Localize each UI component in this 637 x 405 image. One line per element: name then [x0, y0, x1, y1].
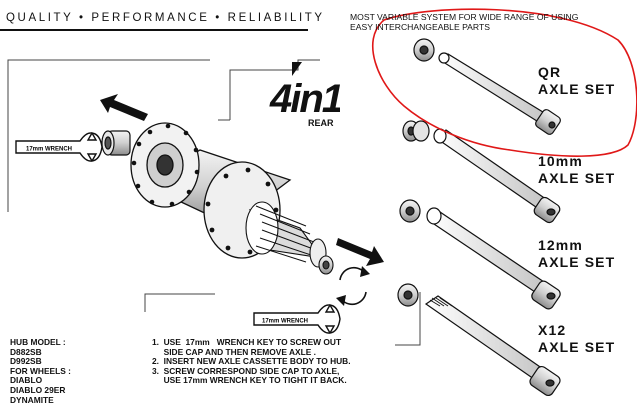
axle-10mm	[402, 120, 561, 224]
instruction-line: 3. SCREW CORRESPOND SIDE CAP TO AXLE,	[152, 365, 340, 376]
wheel-item: DYNAMITE	[10, 394, 54, 405]
axle-label-qr-line2: AXLE SET	[538, 81, 616, 97]
hub-model-heading: HUB MODEL :	[10, 337, 66, 347]
hub-model-item: D992SB	[10, 356, 42, 367]
instruction-line: USE 17mm WRENCH KEY TO TIGHT IT BACK.	[152, 375, 347, 386]
axle-qr	[413, 38, 561, 135]
axle-label-qr: QR AXLE SET	[538, 64, 615, 98]
wheel-item: DIABLO	[10, 375, 43, 386]
axle-label-x12-line1: X12	[538, 322, 567, 338]
tagline: QUALITY • PERFORMANCE • RELIABILITY	[6, 12, 325, 24]
instruction-line: 2. INSERT NEW AXLE CASSETTE BODY TO HUB.	[152, 356, 351, 367]
wrench-left-label: 17mm WRENCH	[26, 147, 72, 153]
feature-note: MOST VARIABLE SYSTEM FOR WIDE RANGE OF U…	[350, 12, 600, 32]
axle-label-12mm: 12mm AXLE SET	[538, 237, 615, 271]
freehub-body	[245, 201, 334, 275]
hub-model-item: D882SB	[10, 346, 42, 357]
guide-lines	[7, 59, 421, 346]
tagline-underline	[0, 29, 308, 31]
arrow-down-right-icon	[336, 238, 384, 266]
axle-12mm	[399, 199, 561, 310]
axle-label-x12: X12 AXLE SET	[538, 322, 615, 356]
axle-x12	[397, 283, 561, 397]
feature-note-line-2: EASY INTERCHANGEABLE PARTS	[350, 22, 490, 32]
instruction-list: 1. USE 17mm WRENCH KEY TO SCREW OUT SIDE…	[152, 337, 351, 386]
wrench-bottom-icon	[253, 304, 341, 334]
axle-label-10mm-line2: AXLE SET	[538, 170, 616, 186]
axle-label-x12-line2: AXLE SET	[538, 339, 616, 355]
wheel-item: DIABLO 29ER	[10, 384, 66, 395]
instruction-line: 1. USE 17mm WRENCH KEY TO SCREW OUT	[152, 337, 342, 347]
instruction-line: SIDE CAP AND THEN REMOVE AXLE .	[152, 346, 316, 357]
arrow-up-left-icon	[100, 94, 148, 121]
feature-note-line-1: MOST VARIABLE SYSTEM FOR WIDE RANGE OF U…	[350, 12, 579, 22]
axle-label-10mm-line1: 10mm	[538, 153, 583, 169]
wrench-bottom-label: 17mm WRENCH	[262, 319, 308, 325]
svg-text:4in1: 4in1	[269, 77, 340, 121]
hub-model-info: HUB MODEL : D882SB D992SB FOR WHEELS : D…	[10, 337, 71, 405]
axle-label-qr-line1: QR	[538, 64, 562, 80]
svg-text:REAR: REAR	[308, 118, 334, 128]
end-cap-left	[101, 130, 131, 156]
axle-label-12mm-line1: 12mm	[538, 237, 583, 253]
axle-label-12mm-line2: AXLE SET	[538, 254, 616, 270]
wheels-heading: FOR WHEELS :	[10, 365, 71, 376]
4in1-rear-logo: 4in1 REAR	[269, 62, 340, 128]
axle-label-10mm: 10mm AXLE SET	[538, 153, 615, 187]
